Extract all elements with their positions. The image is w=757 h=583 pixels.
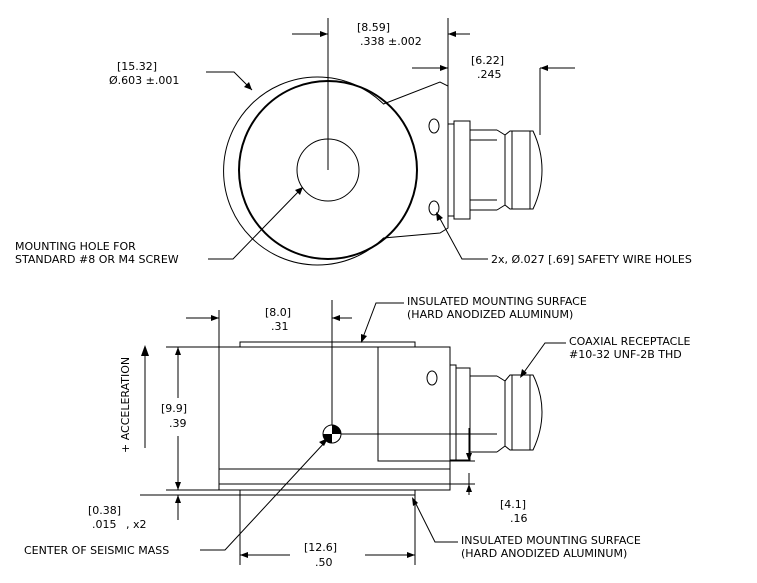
side-view: + ACCELERATION xyxy=(24,295,690,569)
surface-bottom-label-1: INSULATED MOUNTING SURFACE xyxy=(461,534,641,547)
top-view: [15.32] Ø.603 ±.001 [8.59] .338 ±.002 [6… xyxy=(15,18,692,266)
width-in: .50 xyxy=(315,556,333,569)
top-width-in: .31 xyxy=(271,320,289,333)
mount-hole-label-2: STANDARD #8 OR M4 SCREW xyxy=(15,253,179,266)
seismic-mass-label: CENTER OF SEISMIC MASS xyxy=(24,544,169,557)
top-connector xyxy=(447,120,543,220)
height-mm: [9.9] xyxy=(161,402,187,415)
side-body xyxy=(218,346,451,485)
height-in: .39 xyxy=(169,417,187,430)
conn-length-in: .245 xyxy=(477,68,502,81)
side-connector xyxy=(449,364,543,461)
dia-in: Ø.603 ±.001 xyxy=(109,74,179,87)
acceleration-label: + ACCELERATION xyxy=(119,357,132,453)
conn-height-in: .16 xyxy=(510,512,528,525)
mount-hole-label-1: MOUNTING HOLE FOR xyxy=(15,240,136,253)
side-bottom-surface xyxy=(239,489,416,496)
surface-top-label-2: (HARD ANODIZED ALUMINUM) xyxy=(407,308,573,321)
side-top-surface xyxy=(239,341,416,348)
base-mm: [0.38] xyxy=(88,504,121,517)
dia-mm: [15.32] xyxy=(117,60,157,73)
top-body-outline xyxy=(223,76,449,266)
surface-bottom-label-2: (HARD ANODIZED ALUMINUM) xyxy=(461,547,627,560)
conn-height-mm: [4.1] xyxy=(500,498,526,511)
conn-length-mm: [6.22] xyxy=(471,54,504,67)
surface-top-label-1: INSULATED MOUNTING SURFACE xyxy=(407,295,587,308)
safety-holes-label: 2x, Ø.027 [.69] SAFETY WIRE HOLES xyxy=(491,253,692,266)
coax-label-2: #10-32 UNF-2B THD xyxy=(569,348,682,361)
offset-mm: [8.59] xyxy=(357,21,390,34)
safety-wire-hole-top xyxy=(428,118,440,134)
width-mm: [12.6] xyxy=(304,541,337,554)
side-safety-hole xyxy=(426,370,438,386)
top-width-mm: [8.0] xyxy=(265,306,291,319)
base-in: .015 xyxy=(92,518,117,531)
offset-in: .338 ±.002 xyxy=(360,35,422,48)
safety-wire-hole-bottom xyxy=(428,200,440,216)
coax-label-1: COAXIAL RECEPTACLE xyxy=(569,335,690,348)
base-mult: , x2 xyxy=(126,518,147,531)
